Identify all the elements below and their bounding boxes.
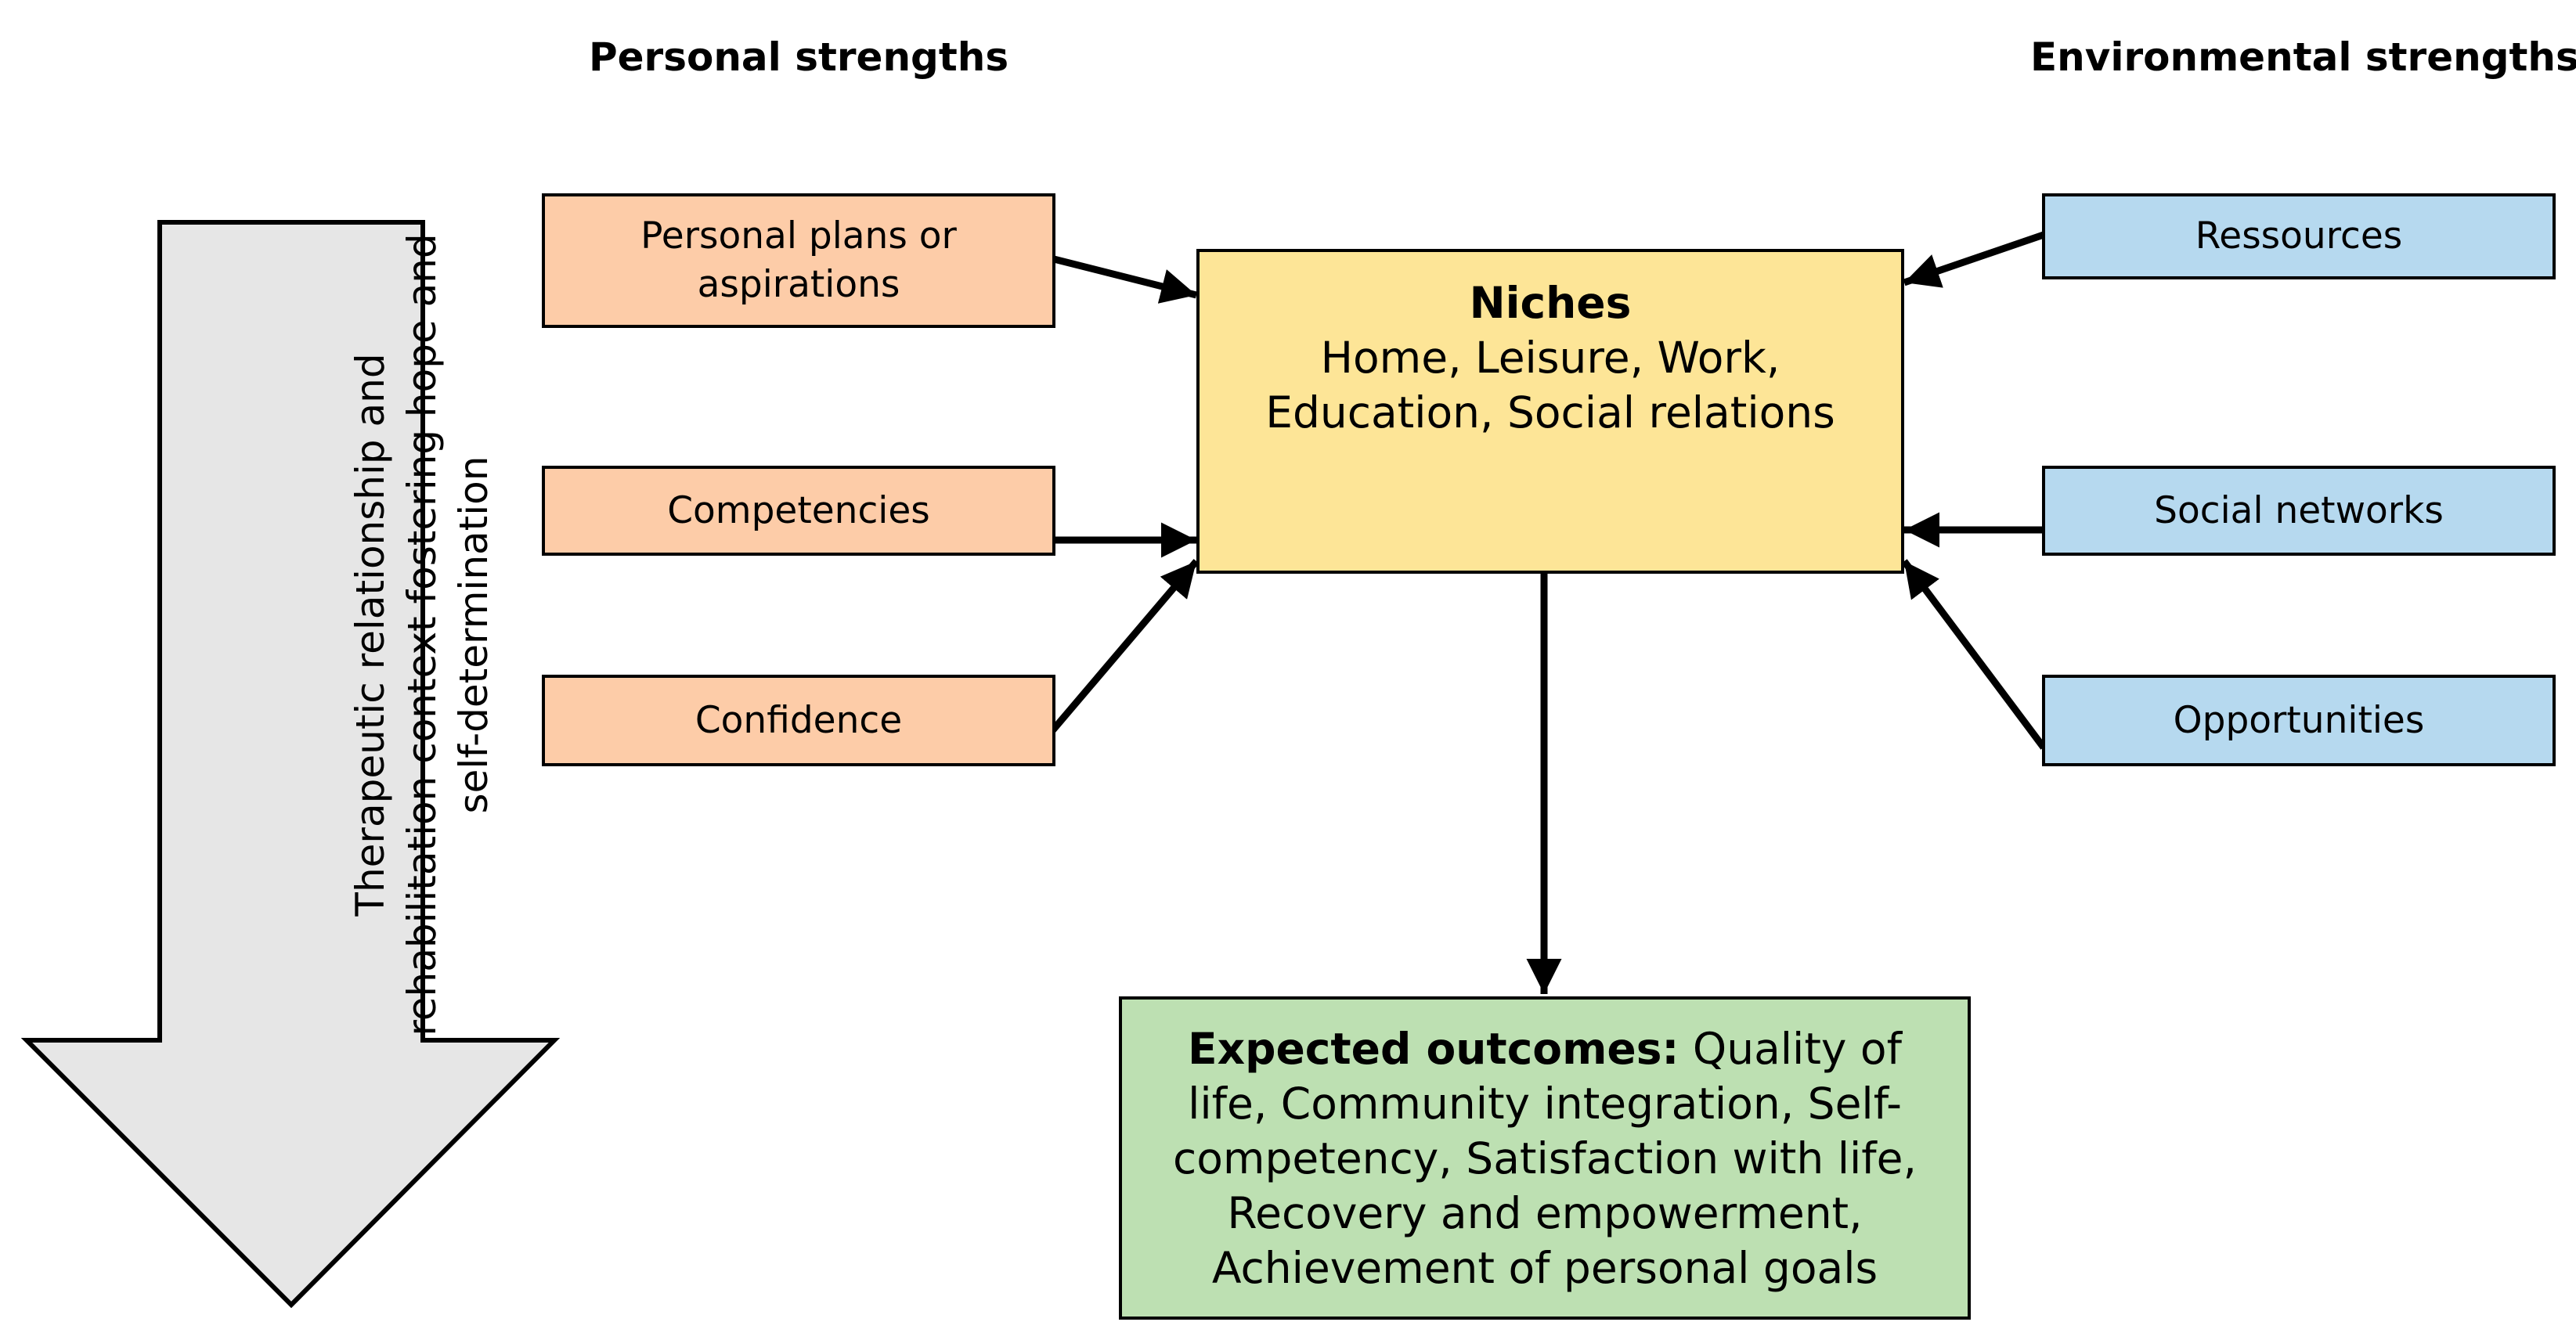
environmental-strengths-heading: Environmental strengths [2030,34,2576,80]
box-niches: Niches Home, Leisure, Work, Education, S… [1196,249,1904,574]
side-arrow-line-3: self-determination [451,456,496,814]
box-social-networks: Social networks [2042,466,2556,556]
context-side-arrow-label: Therapeutic relationship and rehabilitat… [345,200,501,1069]
side-arrow-line-1: Therapeutic relationship and [348,353,393,917]
side-arrow-line-2: rehabilitation context fostering hope an… [399,233,445,1036]
outcomes-line-3: competency, Satisfaction with life, [1173,1133,1917,1183]
niches-title: Niches [1469,278,1632,328]
box-expected-outcomes: Expected outcomes: Quality of life, Comm… [1119,996,1971,1320]
opportunities-label: Opportunities [2173,698,2425,742]
competencies-label: Competencies [667,488,930,532]
niches-line-2: Education, Social relations [1265,387,1835,438]
box-confidence: Confidence [542,675,1055,766]
arrow-opportunities-to-niches [1901,559,2047,750]
context-side-arrow [20,220,561,1309]
box-ressources: Ressources [2042,193,2556,279]
confidence-label: Confidence [695,698,903,742]
box-competencies: Competencies [542,466,1055,556]
niches-line-1: Home, Leisure, Work, [1320,333,1780,383]
personal-plans-line-2: aspirations [697,263,900,306]
outcomes-line-5: Achievement of personal goals [1211,1242,1878,1293]
personal-plans-line-1: Personal plans or [640,214,957,258]
arrow-confidence-to-niches [1048,559,1200,735]
box-personal-plans: Personal plans or aspirations [542,193,1055,328]
outcomes-lead: Expected outcomes: [1188,1023,1679,1074]
arrow-plans-to-niches [1049,254,1198,304]
social-networks-label: Social networks [2154,488,2444,532]
arrow-ressources-to-niches [1903,231,2045,288]
ressources-label: Ressources [2195,214,2403,258]
outcomes-line-2: life, Community integration, Self- [1188,1078,1902,1129]
personal-strengths-heading: Personal strengths [589,34,1009,80]
outcomes-line-1-rest: Quality of [1679,1023,1902,1074]
box-opportunities: Opportunities [2042,675,2556,766]
outcomes-line-4: Recovery and empowerment, [1227,1187,1863,1238]
